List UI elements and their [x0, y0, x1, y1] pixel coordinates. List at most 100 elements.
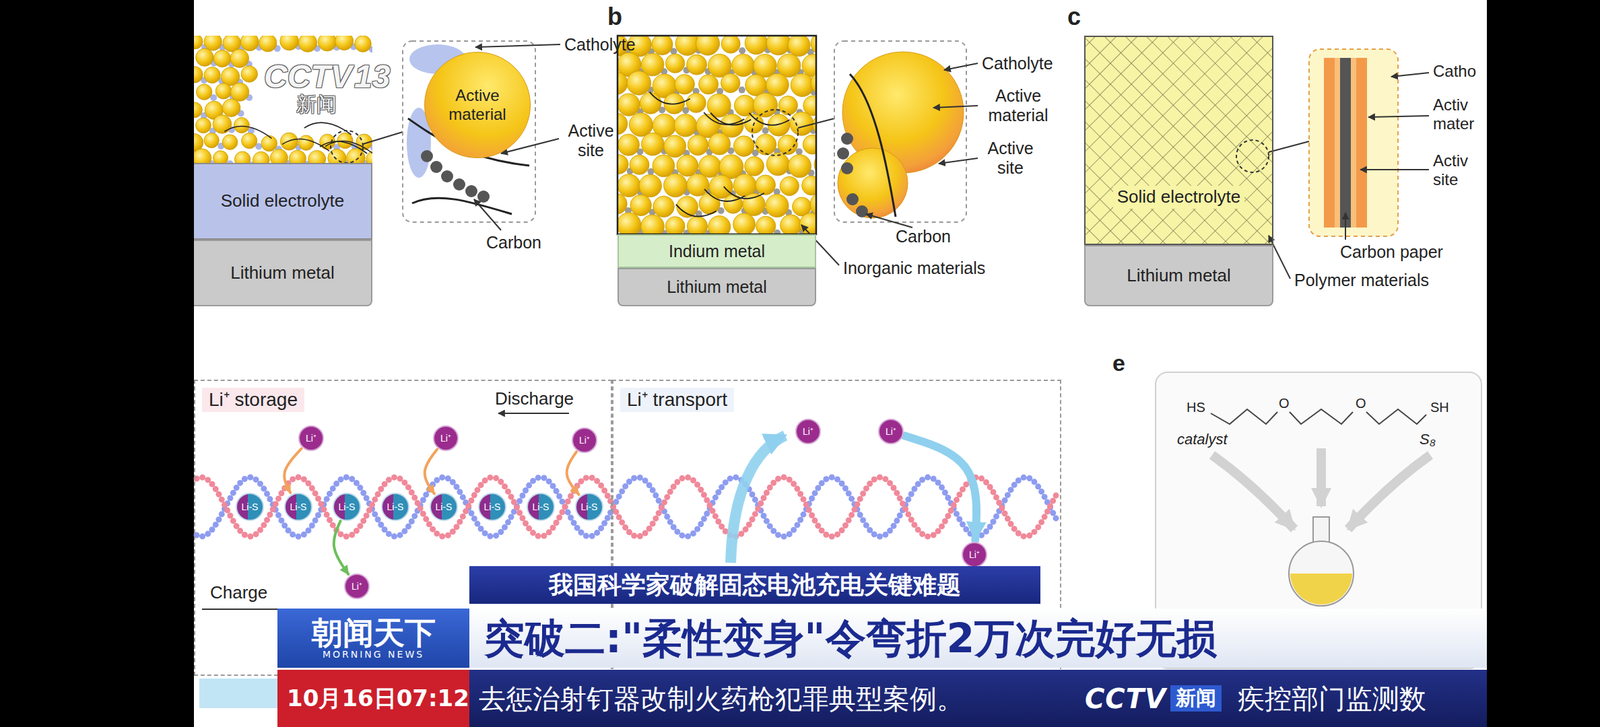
part-label: Polymer materials — [1294, 270, 1429, 291]
ion-circle: Li⁺ — [298, 425, 324, 452]
particle-layer — [224, 126, 272, 139]
lithium-layer: Lithium metal — [617, 268, 817, 307]
particle-layer — [639, 92, 662, 114]
particle-layer — [200, 43, 373, 163]
ion-circle: Li-S — [381, 492, 410, 522]
particle-layer — [298, 135, 314, 151]
particle-layer — [742, 193, 765, 216]
node-text: 我国科学家破解固态电池充电关键难题 — [548, 571, 961, 599]
node-text: Li-S — [581, 501, 598, 513]
leader-line — [1368, 115, 1429, 118]
particle-layer — [261, 135, 277, 151]
particle-layer — [708, 132, 731, 155]
particle-layer — [222, 134, 238, 151]
particle-layer — [317, 35, 337, 52]
node-text: Li-S — [484, 501, 502, 513]
particle-layer — [721, 36, 741, 54]
particle-layer — [756, 216, 776, 234]
leader-line — [933, 105, 978, 108]
particle-layer — [639, 174, 662, 197]
flow-arrow — [904, 435, 977, 541]
carbon-particle — [477, 190, 490, 203]
panel-a-art — [412, 197, 512, 215]
flask-liquid — [1290, 573, 1353, 605]
particle-layer — [710, 113, 751, 126]
carbon-particle — [465, 185, 478, 198]
particle-layer — [734, 94, 755, 116]
particle-layer — [288, 150, 306, 163]
particle-layer — [753, 92, 778, 118]
carbon-particle — [420, 150, 433, 163]
panel-c-art — [1236, 140, 1269, 173]
particle-layer — [280, 35, 299, 51]
particle-layer — [766, 73, 790, 97]
particle-layer — [304, 122, 352, 135]
reaction-arrow — [1212, 455, 1295, 530]
particle-layer — [766, 36, 791, 56]
particle-layer — [665, 53, 685, 73]
leader-line — [865, 214, 913, 228]
node-text: Li⁺ — [802, 426, 814, 438]
flask — [1288, 541, 1354, 607]
panel-c-art — [1084, 35, 1429, 279]
panel-b-art — [797, 118, 835, 128]
particle-layer — [195, 48, 214, 66]
particle-layer — [663, 135, 687, 158]
particle-layer — [259, 35, 277, 52]
flow-arrow — [334, 521, 349, 575]
node-text: 10月16日07:12 — [286, 685, 470, 712]
particle-layer — [733, 213, 756, 234]
particle-layer — [230, 49, 249, 68]
watermark: 新闻 — [296, 92, 337, 117]
subtitle-band: 我国科学家破解固态电池充电关键难题 — [469, 566, 1041, 605]
panel-b-art — [617, 35, 817, 235]
particle-layer — [777, 53, 801, 78]
node-text: Indium metal — [668, 241, 765, 262]
particle-layer — [233, 117, 250, 134]
watermark: CCTV — [263, 57, 353, 95]
particle-layer — [234, 151, 250, 163]
particle-layer — [651, 36, 673, 56]
particle-layer — [738, 47, 746, 54]
ticker-band: 去惩治射钉器改制火药枪犯罪典型案例。CCTV新闻疾控部门监测数 — [469, 670, 1487, 727]
polymer-helix — [196, 477, 1059, 537]
particle-layer — [280, 132, 298, 151]
node-text: Li-S — [387, 501, 405, 513]
node-text: Li⁺ — [440, 432, 452, 444]
particle-layer — [753, 53, 777, 77]
particle-layer — [704, 189, 745, 202]
particle-layer — [810, 36, 816, 56]
node-text: Li-S — [241, 501, 259, 513]
program-logo: 朝闻天下MORNING NEWS — [277, 608, 470, 669]
part-label: Activ mater — [1432, 95, 1483, 133]
panel-c-art — [1340, 57, 1351, 228]
node-text: Li⁺ — [885, 426, 897, 438]
panel-letter: b — [607, 2, 623, 31]
particle-layer — [802, 53, 816, 77]
particle-layer — [745, 74, 768, 97]
leader-line — [1391, 72, 1429, 77]
particle-layer — [755, 134, 777, 155]
carbon-particle — [841, 132, 854, 145]
reagent-label: S₈ — [1419, 430, 1436, 448]
panel-a-art — [185, 31, 561, 231]
particle-layer — [319, 141, 368, 154]
time-box: 10月16日07:12 — [277, 670, 479, 727]
particle-layer — [738, 86, 746, 94]
particle-layer — [787, 154, 811, 178]
node-text: Lithium metal — [666, 277, 768, 297]
particle-layer — [802, 134, 816, 155]
particle-layer — [698, 193, 720, 215]
particle-layer — [618, 193, 627, 215]
panel-c-art — [1334, 57, 1341, 228]
particle-layer — [675, 36, 699, 56]
particle-layer — [270, 149, 288, 163]
part-label: Activ site — [1432, 151, 1483, 189]
node-text: 朝闻天下 — [311, 616, 436, 650]
node-text: 去惩治射钉器改制火药枪犯罪典型案例。 — [478, 683, 964, 715]
ion-circle: Li-S — [575, 492, 604, 522]
flow-arrow — [424, 449, 438, 495]
particle-layer — [665, 216, 685, 234]
particle-layer — [204, 35, 222, 51]
